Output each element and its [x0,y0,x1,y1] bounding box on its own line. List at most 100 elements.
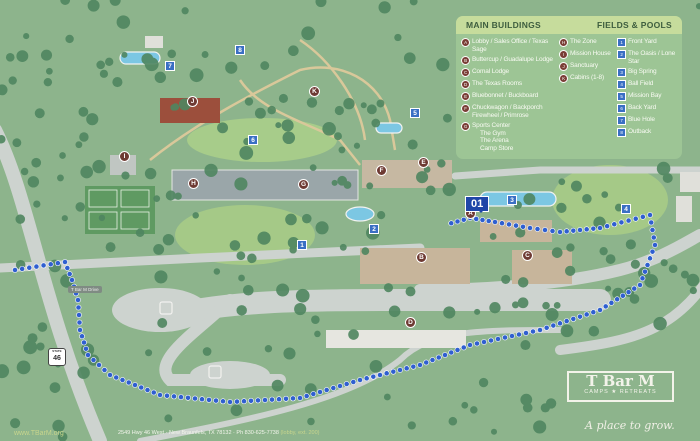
building-marker-c[interactable]: C [522,250,533,261]
tree [553,301,561,309]
field-marker-2[interactable]: 2 [369,224,379,234]
tree [254,107,266,119]
building-marker-k[interactable]: K [309,86,320,97]
walking-path-dot [370,373,377,380]
building-marker-i[interactable]: I [119,151,130,162]
walking-path-dot [454,218,461,225]
building-marker-f[interactable]: F [376,165,387,176]
tree [407,139,418,150]
walking-path-dot [602,303,609,310]
tree [311,315,320,324]
tree [306,97,318,108]
tree [662,173,673,184]
tree [153,243,165,255]
tree [154,270,168,284]
tree [593,216,606,229]
walking-path-dot [125,379,132,386]
tree [556,202,567,214]
walking-path-dot [590,225,597,232]
tree [605,285,612,292]
building-marker-j[interactable]: J [187,96,198,107]
tagline: A place to grow. [585,419,675,432]
tree [289,246,297,254]
walking-path-dot [625,217,632,224]
walking-path-dot [499,220,505,227]
tree [23,32,30,40]
walking-path-dot [113,374,120,381]
tree [570,180,582,192]
field-marker-1[interactable]: 1 [297,240,307,250]
field-marker-7[interactable]: 7 [165,61,175,71]
walking-path-dot [220,398,226,405]
tree [339,243,347,251]
tree [27,333,38,344]
tree [60,0,71,6]
field-marker-8[interactable]: 8 [235,45,245,55]
walking-path-dot [19,265,26,272]
field-marker-3[interactable]: 3 [507,195,517,205]
tree [247,253,257,264]
walking-path-dot [513,222,519,229]
location-pin[interactable]: 01 [465,196,490,213]
marker-icon: B [461,56,470,65]
tree [189,68,204,83]
field-marker-6[interactable]: 6 [248,135,258,145]
tree [78,106,89,117]
building-marker-b[interactable]: B [416,252,427,263]
building-marker-e[interactable]: E [418,157,429,168]
legend-sublabel: The Arena [480,137,509,144]
building-marker-h[interactable]: H [188,178,199,189]
walking-path-dot [563,318,570,325]
website-link[interactable]: www.TBarM.org [14,430,64,437]
walking-path-dot [423,359,430,366]
tree [282,131,296,145]
walking-path-dot [337,383,343,389]
tree [33,200,41,208]
field-marker-4[interactable]: 4 [621,204,631,214]
walking-path-dot [534,226,541,232]
tree [371,118,381,128]
tree [423,166,431,173]
legend-label: Big Spring [628,68,657,75]
tree [121,51,128,58]
walking-path-dot [642,268,648,275]
tree [601,191,609,198]
walking-path-dot [557,229,563,235]
tree [171,103,180,111]
tree [515,227,526,238]
walking-path-dot [157,392,163,398]
tree [353,142,361,149]
tree [87,0,100,12]
legend-label: Mission House [570,50,611,57]
building-marker-g[interactable]: G [298,179,309,190]
tree [542,301,550,310]
tree [416,171,429,184]
marker-icon: J [559,62,568,71]
building-marker-d[interactable]: D [405,317,416,328]
walking-path-dot [550,322,557,329]
walking-path-dot [323,387,330,393]
tree [551,247,563,259]
parking-lot [190,361,270,389]
field-marker-5[interactable]: 5 [410,108,420,118]
